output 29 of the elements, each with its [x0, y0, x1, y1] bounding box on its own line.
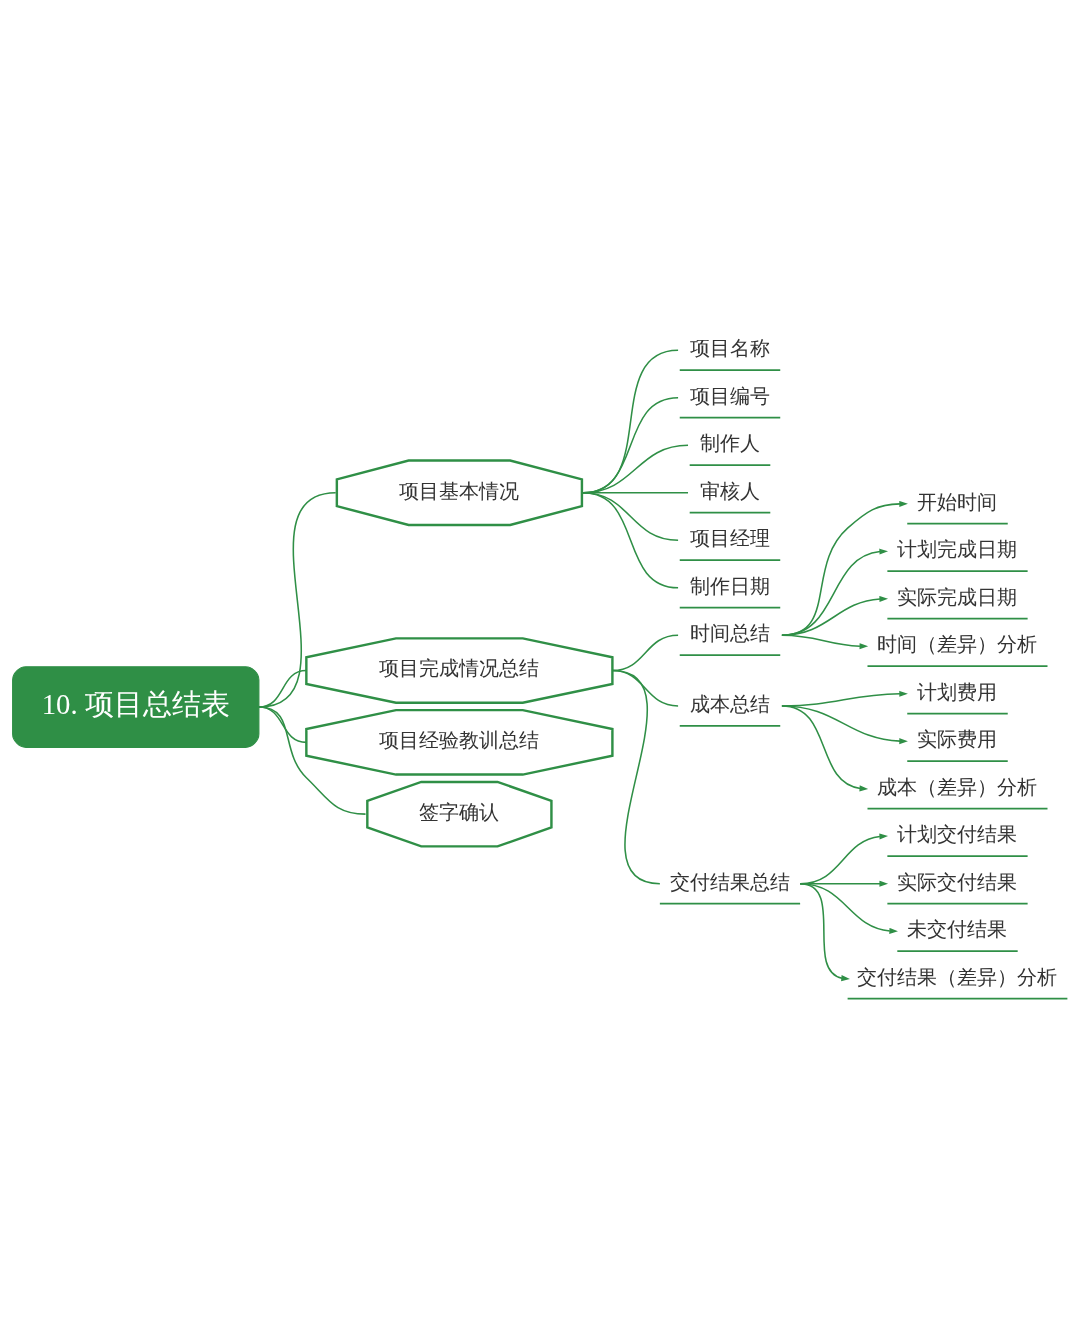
node-text: 实际费用 [917, 727, 998, 751]
arrow [781, 595, 889, 636]
node-text: 实际交付结果 [897, 870, 1018, 894]
arrow [781, 704, 869, 791]
arrow [781, 548, 889, 636]
node-text: 制作日期 [689, 574, 770, 598]
node-text: 计划完成日期 [897, 537, 1018, 561]
node-text: 审核人 [699, 479, 760, 503]
connector [611, 669, 661, 884]
arrow [781, 500, 908, 636]
node-text: 项目名称 [689, 336, 770, 360]
node-text: 实际完成日期 [897, 585, 1018, 609]
node-text: 项目经理 [689, 526, 770, 550]
node-text: 时间总结 [689, 621, 770, 645]
node-text: 开始时间 [917, 490, 998, 514]
node-text: 未交付结果 [907, 917, 1008, 941]
node-text: 交付结果总结 [669, 870, 790, 894]
arrow [781, 633, 869, 649]
node-text: 时间（差异）分析 [877, 632, 1038, 656]
node-text: 计划费用 [917, 680, 998, 704]
node-text: 计划交付结果 [897, 822, 1018, 846]
node-text: 成本总结 [689, 692, 770, 716]
node-box: 10. 项目总结表 [12, 665, 260, 748]
node-text: 成本（差异）分析 [877, 775, 1038, 799]
node-text: 交付结果（差异）分析 [857, 965, 1058, 989]
node-text: 项目编号 [689, 384, 770, 408]
connector [582, 491, 679, 588]
arrow [799, 882, 850, 981]
node-text: 制作人 [699, 431, 760, 455]
